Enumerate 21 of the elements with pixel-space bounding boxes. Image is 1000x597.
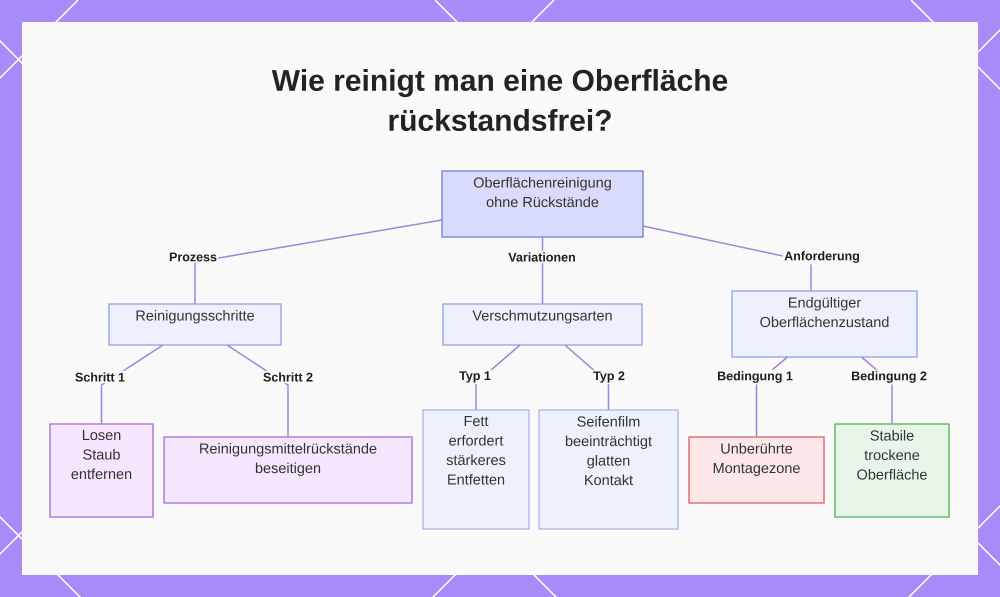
condition-box: Stabile trockene Oberfläche (834, 423, 950, 518)
edge-label: Schritt 1 (74, 370, 126, 384)
edge-label: Anforderung (782, 250, 862, 264)
type-box: Seifenfilm beeinträchtigt glatten Kontakt (538, 409, 679, 530)
topic-box: Oberflächenreinigung ohne Rückstände (441, 170, 644, 238)
edge-label: Variationen (506, 250, 578, 264)
step-box: Losen Staub entfernen (49, 423, 154, 518)
connector-line (194, 219, 442, 304)
edge-label: Prozess (168, 251, 218, 263)
category-box: Reinigungsschritte (108, 303, 282, 346)
edge-label: Bedingung 2 (850, 370, 928, 384)
edge-label: Bedingung 1 (716, 370, 794, 384)
category-box: Verschmutzungsarten (442, 303, 643, 346)
condition-box: Unberührte Montagezone (688, 436, 825, 504)
type-box: Fett erfordert stärkeres Entfetten (422, 409, 530, 530)
edge-label: Schritt 2 (262, 370, 315, 384)
step-box: Reinigungsmittelrückstände beseitigen (163, 436, 413, 504)
title: Wie reinigt man eine Oberfläche rückstandsfrei? (272, 68, 728, 132)
edge-label: Typ 1 (458, 370, 492, 384)
edge-label: Typ 2 (592, 370, 626, 384)
category-box: Endgültiger Oberflächenzustand (731, 290, 918, 358)
